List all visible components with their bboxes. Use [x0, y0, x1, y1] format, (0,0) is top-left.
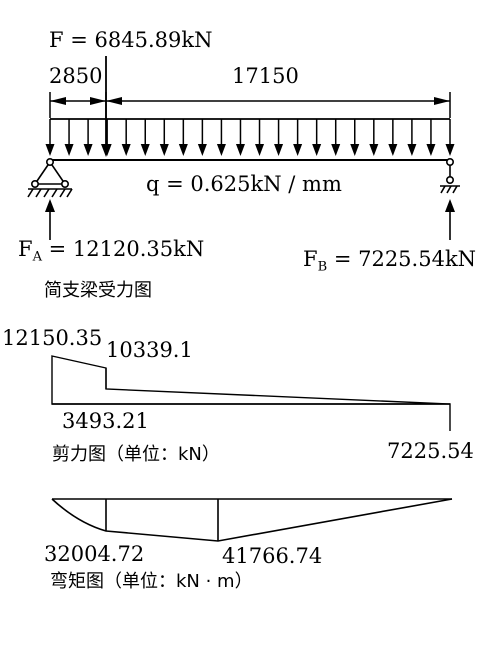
shear-max-left-label: 12150.35: [2, 326, 103, 350]
dimension-line: [49, 92, 451, 118]
load-arrow-head: [216, 144, 226, 156]
load-arrow-head: [140, 144, 150, 156]
shear-caption: 剪力图（单位：kN）: [52, 444, 220, 465]
shear-right-end-label: 7225.54: [387, 439, 474, 463]
reaction-arrow-b: [445, 199, 455, 240]
load-arrow-head: [255, 144, 265, 156]
moment-at-force-label: 32004.72: [44, 542, 145, 566]
moment-caption: 弯矩图（单位：kN · m）: [50, 571, 253, 592]
load-arrow-head: [350, 144, 360, 156]
load-arrow-head: [102, 144, 112, 156]
moment-diagram: [51, 498, 453, 542]
shear-step-bottom-label: 3493.21: [62, 409, 149, 433]
reaction-b-label: FB = 7225.54kN: [303, 247, 477, 275]
load-arrow-head: [45, 144, 55, 156]
load-arrow-head: [121, 144, 131, 156]
dimension-right-label: 17150: [232, 64, 299, 88]
load-arrow-head: [331, 144, 341, 156]
load-arrow-head: [312, 144, 322, 156]
load-arrow-head: [197, 144, 207, 156]
shear-after-step-label: 10339.1: [106, 338, 193, 362]
load-arrow-head: [83, 144, 93, 156]
load-arrow-head: [274, 144, 284, 156]
dimension-left-label: 2850: [49, 64, 103, 88]
load-arrow-head: [426, 144, 436, 156]
load-arrow-head: [235, 144, 245, 156]
distributed-load-label: q = 0.625kN / mm: [146, 172, 342, 196]
load-arrow-head: [369, 144, 379, 156]
load-arrow-head: [388, 144, 398, 156]
load-arrow-head: [445, 144, 455, 156]
load-arrow-head: [159, 144, 169, 156]
force-label: F = 6845.89kN: [49, 28, 213, 52]
load-arrow-head: [178, 144, 188, 156]
pin-support-a: [27, 158, 73, 198]
moment-max-label: 41766.74: [222, 544, 323, 568]
concentrated-force-arrow: [101, 56, 111, 157]
load-arrow-head: [293, 144, 303, 156]
roller-support-b: [440, 158, 460, 194]
beam-caption: 简支梁受力图: [44, 280, 152, 301]
load-arrow-head: [64, 144, 74, 156]
reaction-arrow-a: [45, 199, 55, 240]
distributed-load: [45, 118, 455, 156]
load-arrow-head: [407, 144, 417, 156]
reaction-a-label: FA = 12120.35kN: [18, 237, 205, 265]
